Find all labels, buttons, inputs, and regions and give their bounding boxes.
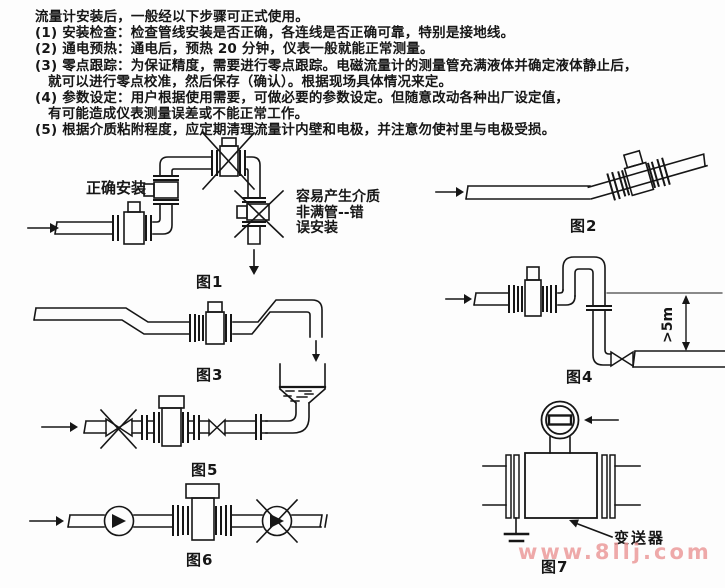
pump-rotor	[112, 514, 126, 528]
tank	[278, 363, 327, 405]
wrong-install-label-line: 非满管--错	[296, 204, 364, 221]
figure-3-drawing	[33, 299, 327, 434]
dimension-arrow-down	[682, 342, 690, 351]
flange	[609, 454, 616, 519]
discharge-arrow-head	[249, 266, 259, 275]
transmitter-box	[622, 149, 644, 169]
figure-1-drawing	[27, 131, 285, 275]
correct-install-label: 正确安装	[86, 179, 147, 197]
flange	[505, 454, 512, 519]
cross-out	[201, 131, 256, 191]
flow-meter	[191, 497, 215, 541]
reducer-valve	[610, 350, 634, 368]
figure-3-caption: 图3	[196, 366, 224, 384]
figure-7-drawing	[482, 400, 641, 543]
figure-7-caption: 图7	[541, 558, 569, 576]
figure-6-drawing	[29, 483, 328, 544]
meter-body	[524, 452, 598, 519]
wrong-install-label-line: 误安装	[296, 220, 338, 236]
figure-5-caption: 图5	[191, 461, 219, 479]
transmitter-box	[207, 301, 223, 313]
flow-arrow-head	[56, 516, 64, 526]
flow-arrow-head	[464, 294, 472, 304]
instruction-line: 就可以进行零点校准，然后保存（确认）。根据现场具体情况来定。	[48, 73, 453, 90]
figure-4-drawing: >5m	[445, 256, 725, 368]
transmitter-box	[236, 205, 248, 219]
flange	[513, 454, 520, 519]
figure-6-caption: 图6	[186, 551, 214, 569]
figure-2-drawing	[435, 149, 708, 201]
display-inner	[545, 405, 575, 435]
transmitter-box	[221, 137, 237, 147]
flow-arrow-head	[456, 187, 464, 197]
dimension-label: >5m	[660, 307, 676, 343]
flange	[601, 454, 608, 519]
figure-1-caption: 图1	[196, 273, 224, 291]
pipe-lines	[482, 465, 641, 506]
flow-meter	[205, 311, 225, 345]
valve	[208, 418, 226, 437]
ground-symbol	[503, 517, 530, 543]
display-outer	[540, 400, 580, 440]
transmitter-box	[127, 201, 141, 213]
flow-meter	[123, 211, 145, 245]
instruction-line: (2) 通电预热：通电后，预热 20 分钟，仪表一般就能正常测量。	[35, 41, 434, 58]
wrong-install-label-line: 容易产生介质	[296, 189, 380, 205]
instruction-line: (5) 根据介质粘附程度，应定期清理流量计内壁和电极，并注意勿使衬里与电极受损。	[35, 122, 556, 139]
cross-out	[255, 498, 299, 544]
flow-meter-vertical	[153, 181, 179, 199]
discharge-arrow-head	[312, 354, 320, 362]
instruction-line: 有可能造成仪表测量误差或不能正常工作。	[48, 106, 309, 123]
figure-2-caption: 图2	[570, 217, 598, 235]
transmitter-box	[526, 266, 540, 281]
callout-leader	[576, 522, 614, 539]
flow-meter	[524, 279, 542, 317]
transmitter-box	[143, 183, 155, 197]
instruction-line: (4) 参数设定：用户根据使用需要，可做必要的参数设定。但随意改动各种出厂设定值…	[35, 90, 570, 107]
flow-arrow-head	[50, 223, 59, 233]
transmitter-box	[158, 395, 185, 409]
transmitter-box	[185, 483, 220, 499]
cross-out	[99, 408, 138, 450]
display-pointer-head	[584, 416, 592, 424]
figure-4-caption: 图4	[566, 368, 594, 386]
pump	[103, 505, 135, 537]
instruction-line: (1) 安装检查：检查管线安装是否正确，各连线是否正确可靠，特别是接地线。	[35, 25, 515, 42]
instruction-line: (3) 零点跟踪：为保证精度，需要进行零点跟踪。电磁流量计的测量管充满液体并确定…	[35, 57, 638, 74]
figure-5-drawing	[41, 395, 268, 450]
flow-meter	[161, 407, 182, 447]
instructions-block: 流量计安装后，一般经以下步骤可正式使用。 (1) 安装检查：检查管线安装是否正确…	[35, 9, 705, 139]
instruction-line: 流量计安装后，一般经以下步骤可正式使用。	[35, 9, 309, 25]
flow-arrow-head	[70, 422, 78, 432]
dimension-arrow-up	[682, 295, 690, 304]
wrong-install-label: 容易产生介质 非满管--错 误安装	[296, 189, 380, 237]
callout-arrow-head	[569, 519, 579, 528]
transmitter-label: 变送器	[614, 529, 666, 547]
cross-out	[233, 189, 285, 239]
pump-crossed	[261, 505, 293, 537]
display-window	[547, 414, 573, 426]
watermark: www.8llj.com	[518, 540, 712, 564]
